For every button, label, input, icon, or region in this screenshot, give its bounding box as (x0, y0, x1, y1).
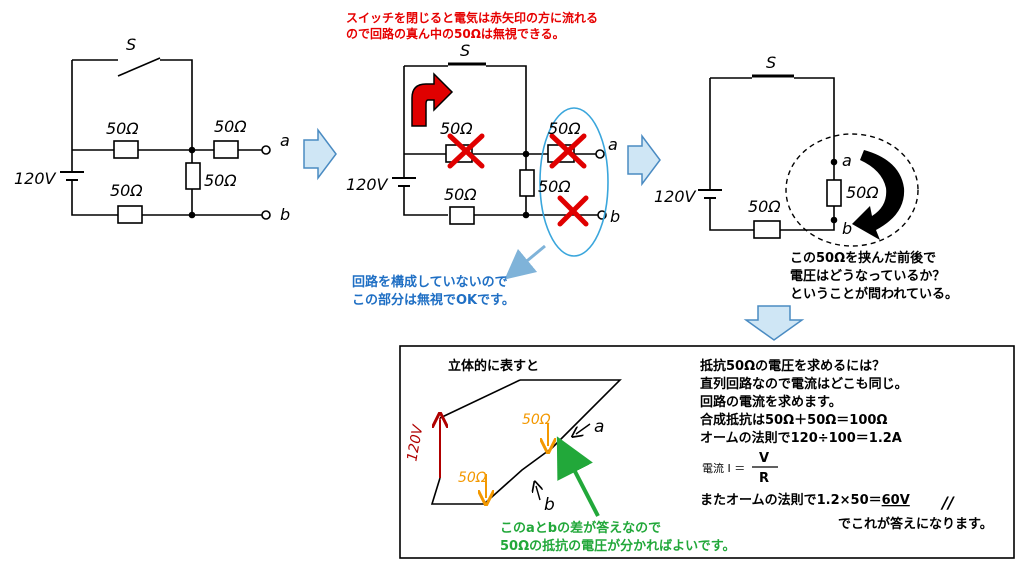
three-d-sketch (430, 379, 622, 504)
circuit-original (60, 57, 271, 224)
box-green-line1: このaとbの差が答えなので (500, 520, 661, 536)
resistor-a (213, 140, 239, 159)
c2-r-top-label: 50Ω (440, 119, 473, 138)
c2-r-a-label: 50Ω (548, 119, 581, 138)
c2-r-middle-label: 50Ω (538, 177, 571, 196)
resistor-middle (519, 169, 535, 197)
c2-terminal-a: a (608, 135, 618, 154)
pointer-arrow (504, 244, 546, 280)
c2-ignore-line1: 回路を構成していないので (352, 274, 508, 290)
switch-blade (117, 57, 161, 77)
next-arrow (627, 133, 661, 187)
focus-dashed-circle (785, 133, 919, 247)
box-line6: またオームの法則で1.2×50＝60V (700, 492, 910, 508)
resistor-bottom (117, 205, 143, 224)
c3-question-line3: ということが問われている。 (790, 286, 958, 302)
box-title: 立体的に表すと (448, 358, 539, 374)
c2-terminal-b: b (610, 207, 620, 226)
resistor-bottom (449, 206, 475, 225)
c3-terminal-a: a (842, 151, 852, 170)
c1-r-a-label: 50Ω (214, 117, 247, 136)
terminal-a-node (595, 149, 605, 159)
terminal-a-node (261, 145, 271, 155)
cross-marks (447, 133, 589, 227)
formula-numerator: V (759, 451, 769, 466)
box-label-b: b (544, 495, 555, 515)
c2-switch-label: S (460, 41, 470, 60)
c3-switch-label: S (766, 53, 776, 72)
terminal-b-node (261, 210, 271, 220)
c3-terminal-b: b (842, 219, 852, 238)
c2-r-bottom-label: 50Ω (444, 185, 477, 204)
box-line5: オームの法則で120÷100＝1.2A (700, 430, 902, 446)
c3-r-bottom-label: 50Ω (748, 197, 781, 216)
box-line1: 抵抗50Ωの電圧を求めるには？ (700, 358, 885, 374)
resistor-right (826, 179, 842, 207)
c1-terminal-a: a (280, 131, 290, 150)
wire (71, 180, 118, 216)
c3-voltage-label: 120V (654, 187, 697, 206)
c1-voltage-label: 120V (14, 169, 57, 188)
answer-mark: // (940, 493, 955, 512)
voltage-arrow (852, 150, 905, 240)
box-line7: でこれが答えになります。 (838, 516, 993, 532)
c3-r-right-label: 50Ω (846, 183, 879, 202)
c2-voltage-label: 120V (346, 175, 389, 194)
junction-dot (188, 211, 196, 219)
box-line4: 合成抵抗は50Ω＋50Ω＝100Ω (700, 412, 887, 428)
resistor-middle (185, 162, 201, 190)
resistor-top (113, 140, 139, 159)
box-voltage-label: 120V (404, 423, 426, 463)
box-r-left-label: 50Ω (458, 470, 487, 486)
answer-value: 60V (882, 493, 910, 508)
junction-dot (188, 146, 196, 154)
c1-r-bottom-label: 50Ω (110, 181, 143, 200)
resistor-bottom (753, 220, 781, 239)
formula-label: 電流 I ＝ (702, 461, 745, 475)
c3-question-line1: この50Ωを挟んだ前後で (790, 250, 936, 266)
c1-switch-label: S (126, 35, 136, 54)
c2-ignore-line2: この部分は無視でOKです。 (352, 292, 515, 308)
c3-question-line2: 電圧はどうなっているか？ (790, 269, 945, 284)
circuit-simplified (698, 74, 842, 239)
green-pointer-arrow (556, 436, 600, 517)
ignore-region-ellipse (539, 107, 609, 257)
next-arrow (303, 127, 337, 181)
wire (160, 59, 193, 215)
box-green-line2: 50Ωの抵抗の電圧が分かればよいです。 (500, 538, 735, 554)
c1-r-middle-label: 50Ω (204, 171, 237, 190)
box-r-right-label: 50Ω (522, 412, 551, 428)
c1-terminal-b: b (280, 205, 290, 224)
down-arrow (743, 305, 805, 341)
c2-note-line1: スイッチを閉じると電気は赤矢印の方に流れる (346, 10, 598, 25)
box-line3: 回路の電流を求めます。 (700, 394, 842, 410)
c1-r-top-label: 50Ω (106, 119, 139, 138)
current-arrow (411, 72, 454, 127)
explanation-box (399, 345, 1015, 559)
c2-note-line2: ので回路の真ん中の50Ωは無視できる。 (346, 26, 565, 41)
box-line2: 直列回路なので電流はどこも同じ。 (700, 376, 908, 392)
box-label-a: a (594, 417, 604, 437)
formula-denominator: R (759, 471, 769, 486)
